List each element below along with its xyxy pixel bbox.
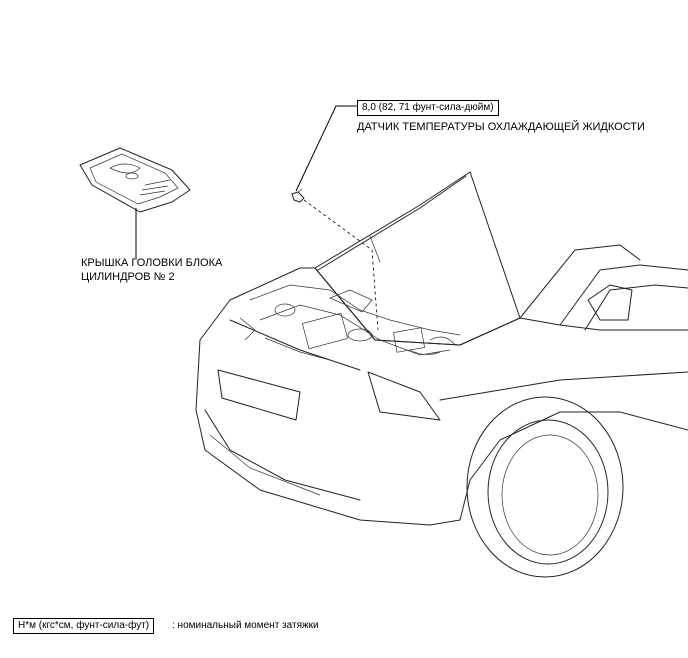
coolant-temperature-sensor-illustration [291, 188, 305, 203]
cylinder-head-cover-illustration [79, 147, 191, 213]
legend-unit-box: Н*м (кгс*см, фунт-сила-фут) [13, 618, 155, 634]
sensor-location-dashed-line [303, 199, 379, 331]
cover-label-line2: ЦИЛИНДРОВ № 2 [81, 271, 175, 283]
sensor-leader-line [295, 105, 358, 192]
sensor-label: ДАТЧИК ТЕМПЕРАТУРЫ ОХЛАЖДАЮЩЕЙ ЖИДКОСТИ [357, 121, 645, 133]
torque-value-box: 8,0 (82, 71 фунт-сила-дюйм) [357, 100, 499, 116]
cover-label-line1: КРЫШКА ГОЛОВКИ БЛОКА [81, 257, 223, 269]
legend-description: : номинальный момент затяжки [172, 620, 319, 631]
car-body [195, 171, 688, 578]
